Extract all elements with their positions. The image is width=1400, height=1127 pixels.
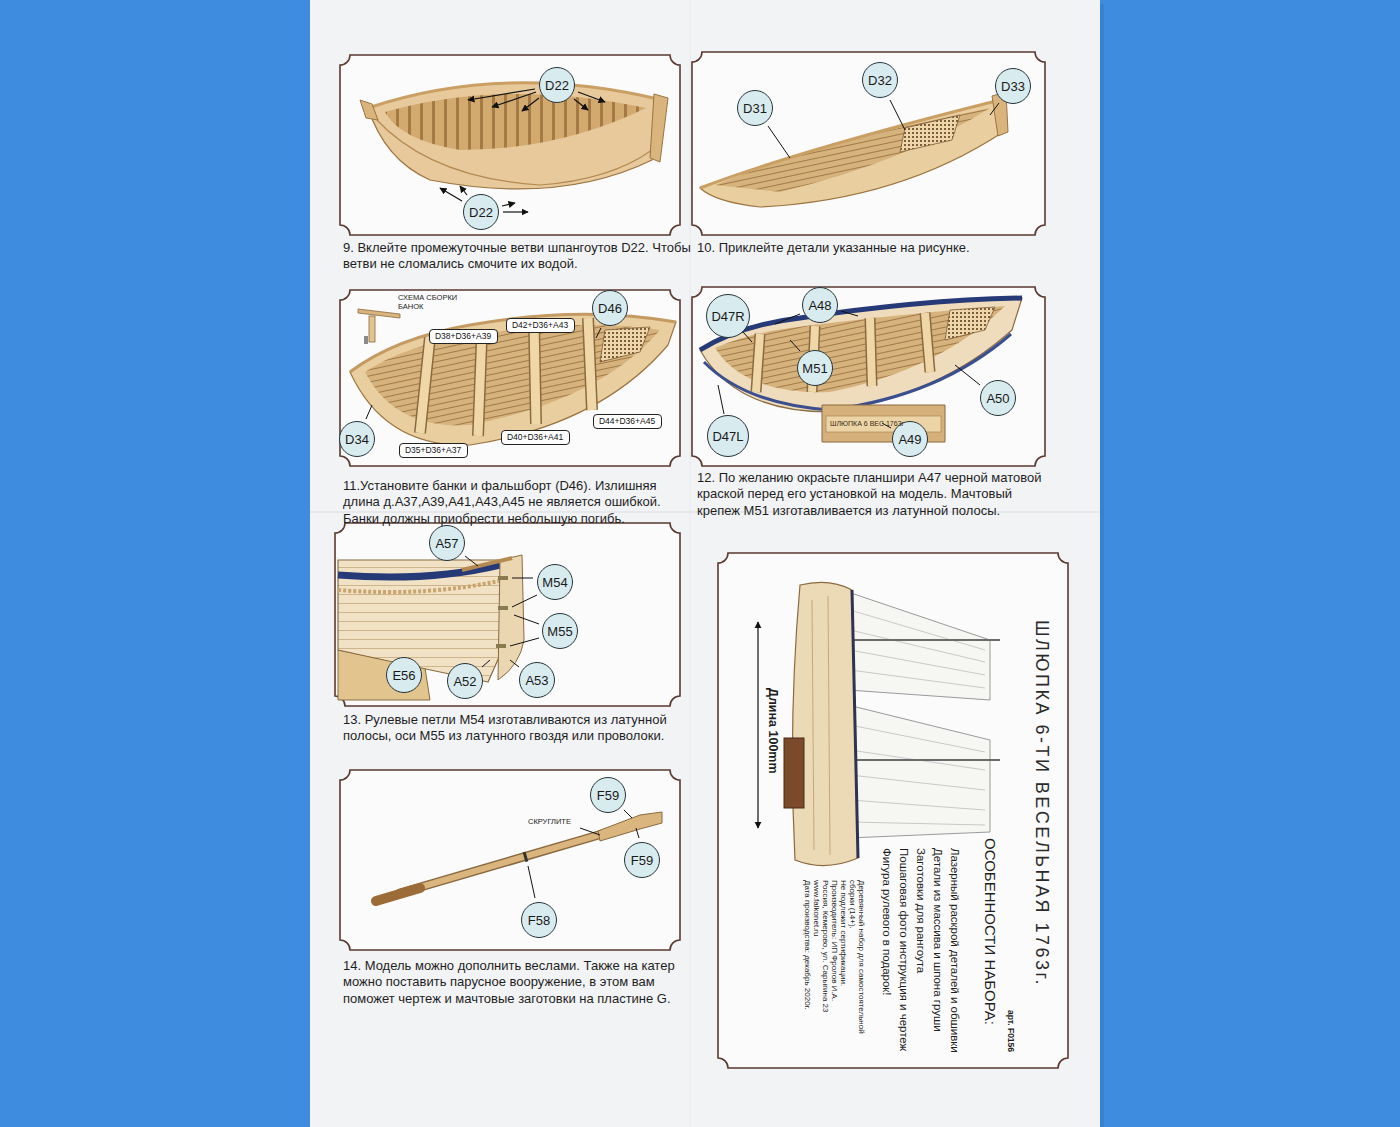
part-combo-text: D42+D36+A43 (512, 321, 568, 330)
callout-number: A49 (898, 433, 921, 446)
callout-number: A48 (808, 299, 831, 312)
step-caption: 11.Установите банки и фальшборт (D46). И… (343, 478, 688, 527)
part-combo-box: D42+D36+A43 (506, 318, 575, 333)
hull-frames-drawing (360, 83, 668, 212)
feature-item: Заготовки для рангоута (914, 848, 928, 973)
part-combo-box: D44+D36+A45 (593, 414, 662, 429)
callout-number: A57 (435, 537, 458, 550)
cover-title: ШЛЮПКА 6-ТИ ВЕСЕЛЬНАЯ 1763г. (1031, 620, 1054, 987)
callout-circle: A48 (802, 287, 838, 323)
step-caption: 9. Вклейте промежуточные ветви шпангоуто… (343, 240, 693, 273)
callout-circle: A57 (429, 525, 465, 561)
paper-sheet (310, 0, 1100, 1127)
part-combo-text: D44+D36+A45 (599, 417, 655, 426)
callout-circle: F59 (590, 777, 626, 813)
callout-circle: F58 (521, 902, 557, 938)
maker-note: Не подлежит сертификации. (839, 880, 848, 986)
callout-circle: D46 (592, 290, 628, 326)
stern-rudder-drawing (338, 555, 539, 700)
callout-number: F59 (597, 789, 619, 802)
callout-circle: D33 (995, 68, 1031, 104)
article-number: арт. F0156 (1005, 1010, 1016, 1052)
callout-number: A53 (525, 674, 548, 687)
panel-frames (335, 52, 1068, 1068)
stand-plate-text: ШЛЮПКА 6 ВЕС 1763г (830, 420, 904, 429)
callout-number: D31 (743, 102, 767, 115)
part-combo-text: D40+D36+A41 (507, 433, 563, 442)
part-combo-text: D38+D36+A39 (435, 332, 491, 341)
part-combo-box: D38+D36+A39 (429, 329, 498, 344)
feature-item: Фигура рулевого в подарок! (880, 848, 894, 996)
callout-circle: A52 (447, 663, 483, 699)
fold-crease (690, 0, 691, 1127)
sailing-boat-drawing (758, 582, 1000, 865)
maker-note: Деревянный набор для самостоятельной сбо… (848, 880, 866, 1050)
callout-number: D33 (1001, 80, 1025, 93)
maker-note: Производитель: ИП Фролов И.А. (830, 880, 839, 1001)
callout-number: M54 (542, 576, 567, 589)
step-caption: 10. Приклейте детали указанные на рисунк… (697, 240, 1047, 256)
callout-circle: D34 (339, 421, 375, 457)
length-text-block: Длина 100mm (762, 688, 782, 828)
callout-circle: E56 (386, 657, 422, 693)
callout-number: D47L (712, 430, 743, 443)
callout-number: F59 (631, 854, 653, 867)
callout-number: D34 (345, 433, 369, 446)
callout-number: D46 (598, 302, 622, 315)
step-caption: 12. По желанию окрасьте планшири А47 чер… (697, 470, 1047, 519)
callout-circle: D31 (737, 90, 773, 126)
callout-number: D47R (711, 310, 744, 323)
callout-number: M51 (802, 362, 827, 375)
maker-note: www.falkonet.ru (812, 880, 821, 936)
callout-circle: D47R (706, 294, 750, 338)
callout-circle: M51 (797, 350, 833, 386)
callout-circle: D22 (539, 67, 575, 103)
callout-number: F58 (528, 914, 550, 927)
cover-text-block: ШЛЮПКА 6-ТИ ВЕСЕЛЬНАЯ 1763г. ОСОБЕННОСТИ … (788, 560, 1068, 1100)
callout-circle: M55 (542, 613, 578, 649)
part-combo-text: D35+D36+A37 (405, 446, 461, 455)
callout-number: M55 (547, 625, 572, 638)
feature-item: Детали из массива и шпона груши (931, 848, 945, 1032)
scheme-note: СХЕМА СБОРКИ БАНОК (398, 294, 460, 311)
callout-circle: A50 (980, 380, 1016, 416)
callout-number: D22 (469, 206, 493, 219)
dimension-label: Длина 100mm (764, 688, 780, 774)
callout-number: A50 (986, 392, 1009, 405)
callout-circle: A53 (519, 662, 555, 698)
callout-circle: M54 (537, 564, 573, 600)
feature-item: Лазерный раскрой деталей и обшивки (948, 848, 962, 1053)
callout-number: D32 (868, 74, 892, 87)
callout-number: D22 (545, 79, 569, 92)
callout-circle: F59 (624, 842, 660, 878)
step-caption: 14. Модель можно дополнить веслами. Такж… (343, 958, 688, 1007)
features-heading: ОСОБЕННОСТИ НАБОРА: (980, 838, 999, 1025)
callout-circle: D47L (707, 415, 749, 457)
maker-note: Россия, Кемерово, ул. Сарыгина 23 (821, 880, 830, 1013)
callout-number: E56 (392, 669, 415, 682)
hull-thwarts-drawing (350, 309, 676, 445)
scheme-note: СКРУГЛИТЕ (528, 817, 571, 826)
maker-note: Дата производства: декабрь 2020г. (803, 880, 812, 1010)
callout-circle: D22 (463, 194, 499, 230)
step-caption: 13. Рулевые петли М54 изготавливаются из… (343, 712, 688, 745)
callout-circle: D32 (862, 62, 898, 98)
part-combo-box: D40+D36+A41 (501, 430, 570, 445)
part-combo-box: D35+D36+A37 (399, 443, 468, 458)
oar-drawing (376, 810, 662, 901)
callout-number: A52 (453, 675, 476, 688)
hull-floor-drawing (700, 92, 1008, 207)
feature-item: Пошаговая фото инструкция и чертеж (897, 848, 911, 1051)
